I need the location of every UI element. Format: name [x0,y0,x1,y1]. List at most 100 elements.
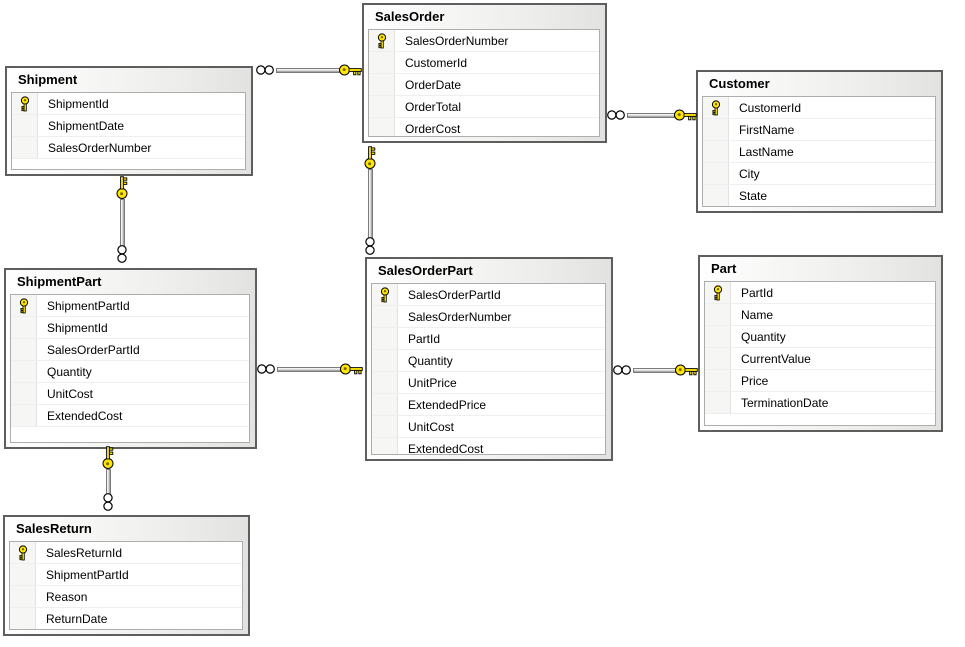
table-row[interactable]: CustomerId [703,97,935,119]
pk-cell [11,383,37,404]
column-name: ShipmentId [48,96,109,111]
primary-key-icon [380,286,389,302]
table-title-customer[interactable]: Customer [709,76,770,91]
table-row[interactable]: UnitCost [372,416,605,438]
table-title-salesorder[interactable]: SalesOrder [375,9,445,24]
primary-key-icon [713,284,722,300]
pk-cell [705,392,731,413]
column-name: ShipmentPartId [47,298,130,313]
column-name: OrderCost [405,121,461,136]
column-name: City [739,166,760,181]
table-row[interactable]: LastName [703,141,935,163]
table-row[interactable]: TerminationDate [705,392,935,414]
pk-cell [12,137,38,158]
table-salesorder[interactable]: SalesOrder SalesOrderNumber CustomerId O… [362,3,607,143]
column-name: SalesOrderNumber [48,140,152,155]
table-row[interactable]: City [703,163,935,185]
table-row[interactable]: UnitPrice [372,372,605,394]
key-one-icon [116,176,128,199]
pk-cell [705,304,731,325]
column-name: Reason [46,589,88,604]
relationship-shipment-shipmentpart[interactable] [120,199,125,247]
table-row[interactable]: Quantity [11,361,249,383]
table-row[interactable]: SalesOrderNumber [369,30,599,52]
column-name: CustomerId [405,55,468,70]
table-row[interactable]: Quantity [705,326,935,348]
table-shipmentpart[interactable]: ShipmentPart ShipmentPartId ShipmentId S… [4,268,257,449]
table-row[interactable]: SalesOrderNumber [12,137,245,159]
table-row[interactable]: ReturnDate [10,608,242,629]
table-title-shipmentpart[interactable]: ShipmentPart [17,274,102,289]
pk-cell [372,328,398,349]
relationship-salesorderpart-part[interactable] [633,368,677,373]
column-name: UnitCost [408,419,455,434]
key-one-icon [364,146,376,169]
table-row[interactable]: Name [705,304,935,326]
pk-cell [372,350,398,371]
pk-cell [369,52,395,73]
relationship-salesorder-salesorderpart[interactable] [368,169,373,239]
table-row[interactable]: PartId [372,328,605,350]
table-row[interactable]: Quantity [372,350,605,372]
table-row[interactable]: SalesReturnId [10,542,242,564]
table-row[interactable]: ShipmentId [12,93,245,115]
table-title-salesorderpart[interactable]: SalesOrderPart [378,263,473,278]
table-row[interactable]: ShipmentId [11,317,249,339]
table-row[interactable]: Price [705,370,935,392]
table-row[interactable]: OrderDate [369,74,599,96]
pk-cell [703,97,729,118]
table-row[interactable]: ShipmentPartId [11,295,249,317]
table-row[interactable]: PartId [705,282,935,304]
table-body-shipmentpart: ShipmentPartId ShipmentId SalesOrderPart… [10,294,250,443]
column-name: PartId [408,331,441,346]
infinity-many-icon [607,110,625,120]
table-body-part: PartId Name Quantity CurrentValue Price … [704,281,936,426]
table-row[interactable]: SalesOrderNumber [372,306,605,328]
pk-cell [703,163,729,184]
column-name: CurrentValue [741,351,811,366]
key-one-icon [339,64,362,76]
key-one-icon [674,109,697,121]
table-title-salesreturn[interactable]: SalesReturn [16,521,92,536]
table-shipment[interactable]: Shipment ShipmentId ShipmentDate SalesOr… [5,66,253,176]
column-name: SalesOrderPartId [47,342,140,357]
table-customer[interactable]: Customer CustomerId FirstName LastName C… [696,70,943,213]
pk-cell [12,115,38,136]
table-row[interactable]: ShipmentPartId [10,564,242,586]
table-salesorderpart[interactable]: SalesOrderPart SalesOrderPartId SalesOrd… [365,257,613,461]
table-row[interactable]: Reason [10,586,242,608]
primary-key-icon [377,32,386,48]
relationship-salesorder-customer[interactable] [627,113,675,118]
pk-cell [12,93,38,114]
table-row[interactable]: CustomerId [369,52,599,74]
table-part[interactable]: Part PartId Name Quantity CurrentValue P… [698,255,943,432]
pk-cell [369,96,395,117]
column-name: SalesReturnId [46,545,123,560]
table-row[interactable]: ExtendedCost [11,405,249,427]
pk-cell [705,282,731,303]
table-row[interactable]: ShipmentDate [12,115,245,137]
table-row[interactable]: OrderTotal [369,96,599,118]
table-row[interactable]: OrderCost [369,118,599,136]
relationship-shipment-salesorder[interactable] [276,68,340,73]
table-row[interactable]: SalesOrderPartId [11,339,249,361]
table-row[interactable]: CurrentValue [705,348,935,370]
table-row[interactable]: FirstName [703,119,935,141]
column-name: State [739,188,768,203]
table-salesreturn[interactable]: SalesReturn SalesReturnId ShipmentPartId… [3,515,250,636]
table-row[interactable]: State [703,185,935,206]
table-body-shipment: ShipmentId ShipmentDate SalesOrderNumber [11,92,246,170]
table-row[interactable]: ExtendedCost [372,438,605,454]
table-title-shipment[interactable]: Shipment [18,72,78,87]
relationship-shipmentpart-salesorderpart[interactable] [277,367,341,372]
table-row[interactable]: ExtendedPrice [372,394,605,416]
pk-cell [705,348,731,369]
table-title-part[interactable]: Part [711,261,737,276]
column-name: CustomerId [739,100,802,115]
column-name: Price [741,373,769,388]
column-name: Quantity [408,353,453,368]
table-row[interactable]: UnitCost [11,383,249,405]
pk-cell [10,586,36,607]
table-row[interactable]: SalesOrderPartId [372,284,605,306]
